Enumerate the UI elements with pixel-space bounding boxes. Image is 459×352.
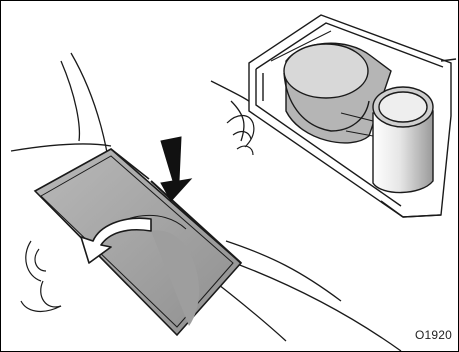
figure-code: O1920 — [415, 328, 452, 342]
cup-holder-tray — [249, 15, 456, 217]
push-down-arrow — [161, 137, 191, 201]
cup-holder-lid — [35, 149, 241, 335]
